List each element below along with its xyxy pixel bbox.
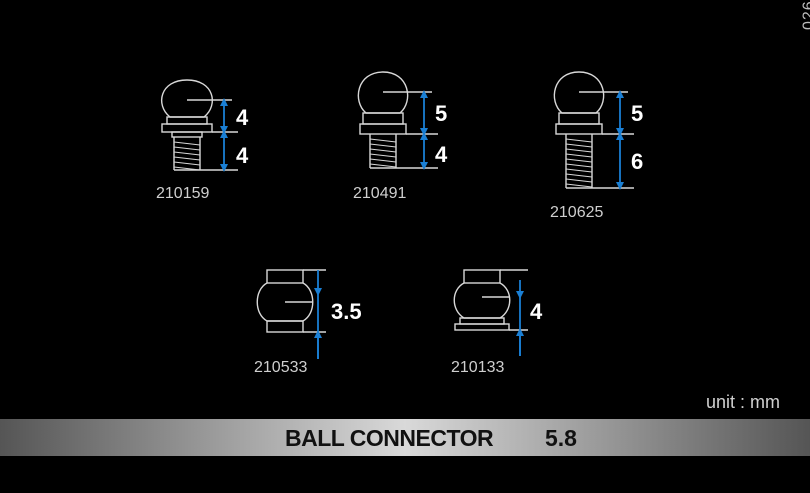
dim-210133: 4	[530, 299, 543, 324]
part-number-210625: 210625	[550, 204, 604, 221]
dim-210625-ball: 5	[631, 101, 644, 126]
part-210133-drawing	[453, 269, 528, 331]
dim-210491-thread: 4	[435, 142, 448, 167]
product-size: 5.8	[545, 425, 577, 451]
part-210159-drawing	[161, 79, 238, 171]
dim-210159-ball: 4	[236, 105, 249, 130]
part-number-210533: 210533	[254, 359, 308, 376]
dim-210625-thread: 6	[631, 149, 644, 174]
part-number-210491: 210491	[353, 185, 407, 202]
part-210625-drawing	[553, 71, 634, 189]
reference-code: 026208	[800, 0, 810, 30]
part-210533-drawing	[256, 269, 326, 333]
dim-210159-thread: 4	[236, 143, 249, 168]
part-number-210133: 210133	[451, 359, 505, 376]
unit-label: unit : mm	[705, 392, 780, 412]
title-bar: BALL CONNECTOR 5.8	[0, 419, 810, 456]
product-title: BALL CONNECTOR	[285, 425, 494, 451]
part-number-210159: 210159	[156, 185, 210, 202]
dim-210491-ball: 5	[435, 101, 448, 126]
part-210491-drawing	[357, 71, 438, 169]
dim-210533: 3.5	[331, 299, 362, 324]
